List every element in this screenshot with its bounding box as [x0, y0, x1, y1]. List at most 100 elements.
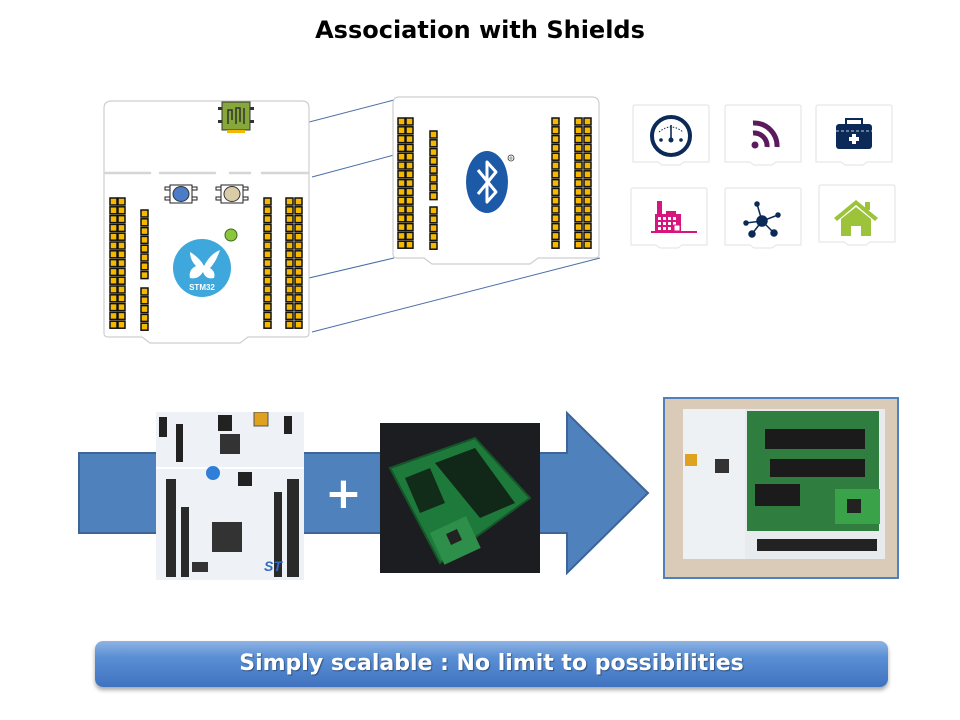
header-pin: [429, 139, 438, 148]
header-pin: [285, 206, 294, 215]
header-pin: [263, 285, 272, 294]
header-pin: [117, 302, 126, 312]
header-pin: [117, 223, 126, 233]
header-pin: [140, 209, 149, 218]
header-pin: [583, 161, 592, 170]
header-pin: [263, 294, 272, 303]
header-pin: [285, 258, 294, 268]
header-pin: [140, 287, 149, 296]
gauge-icon: [650, 115, 692, 157]
header-pin: [294, 311, 303, 321]
stm32-logo-icon: STM32: [173, 239, 231, 297]
header-pin: [294, 258, 303, 268]
header-pin: [263, 250, 272, 259]
header-pin: [583, 222, 592, 232]
header-pin: [583, 231, 592, 241]
header-pin: [405, 214, 414, 223]
header-pin: [294, 197, 303, 206]
header-pin: [109, 197, 118, 206]
header-pin: [397, 170, 406, 179]
header-pin: [117, 258, 126, 268]
header-pin: [263, 214, 272, 224]
header-pin: [405, 117, 414, 126]
header-pin: [294, 320, 303, 329]
zoom-line: [311, 154, 395, 178]
header-pin: [574, 126, 583, 135]
header-pin: [551, 126, 560, 135]
header-pin: [285, 320, 294, 329]
header-pin: [109, 250, 118, 259]
header-pin: [117, 206, 126, 215]
header-pin: [294, 232, 303, 241]
rss-icon-card: [724, 104, 802, 166]
header-pin: [405, 196, 414, 205]
header-pin: [405, 126, 414, 135]
nucleo-board-outline: STM32: [103, 100, 310, 344]
factory-icon: [651, 201, 697, 233]
header-pin: [429, 130, 438, 139]
header-pin: [140, 244, 149, 253]
rss-wireless-icon: [751, 120, 780, 149]
header-pin: [397, 143, 406, 153]
header-pin: [583, 196, 592, 205]
header-pin: [574, 134, 583, 144]
header-pin: [429, 191, 438, 201]
header-pin: [140, 253, 149, 262]
header-pin: [294, 267, 303, 277]
header-pin: [263, 232, 272, 241]
header-pin: [294, 250, 303, 259]
header-pin: [263, 311, 272, 321]
bluetooth-logo-icon: ®: [466, 151, 515, 213]
home-icon-card: [818, 184, 896, 246]
header-pin: [583, 143, 592, 153]
header-pin: [117, 267, 126, 277]
header-pin: [263, 320, 272, 329]
header-pin: [140, 270, 149, 280]
header-pin: [294, 276, 303, 285]
header-pin: [405, 231, 414, 241]
header-pin: [405, 187, 414, 197]
header-pin: [551, 222, 560, 232]
header-pin: [294, 241, 303, 250]
header-pin: [117, 214, 126, 224]
header-pin: [117, 294, 126, 303]
header-pin: [574, 117, 583, 126]
header-pin: [397, 196, 406, 205]
header-pin: [397, 161, 406, 170]
header-pin: [109, 276, 118, 285]
header-pin: [583, 126, 592, 135]
header-pin: [109, 223, 118, 233]
header-pin: [397, 178, 406, 188]
header-pin: [285, 311, 294, 321]
header-pin: [140, 304, 149, 314]
header-pin: [583, 178, 592, 188]
gauge-icon-card: [632, 104, 710, 166]
nucleo-pin-headers: [109, 197, 303, 331]
header-pin: [117, 320, 126, 329]
header-pin: [551, 170, 560, 179]
header-pin: [583, 214, 592, 223]
header-pin: [285, 267, 294, 277]
registered-mark: ®: [509, 156, 513, 161]
header-pin: [263, 241, 272, 250]
header-pin: [429, 206, 438, 215]
header-pin: [397, 214, 406, 223]
header-pin: [117, 197, 126, 206]
header-pin: [263, 197, 272, 206]
header-pin: [405, 178, 414, 188]
header-pin: [397, 126, 406, 135]
header-pin: [109, 258, 118, 268]
header-pin: [429, 223, 438, 233]
header-pin: [285, 302, 294, 312]
header-pin: [397, 187, 406, 197]
header-pin: [117, 250, 126, 259]
header-pin: [551, 161, 560, 170]
header-pin: [574, 187, 583, 197]
header-pin: [285, 223, 294, 233]
header-pin: [429, 156, 438, 166]
header-pin: [429, 232, 438, 242]
header-pin: [117, 311, 126, 321]
factory-icon-card: [630, 187, 708, 249]
header-pin: [583, 134, 592, 144]
header-pin: [294, 214, 303, 224]
